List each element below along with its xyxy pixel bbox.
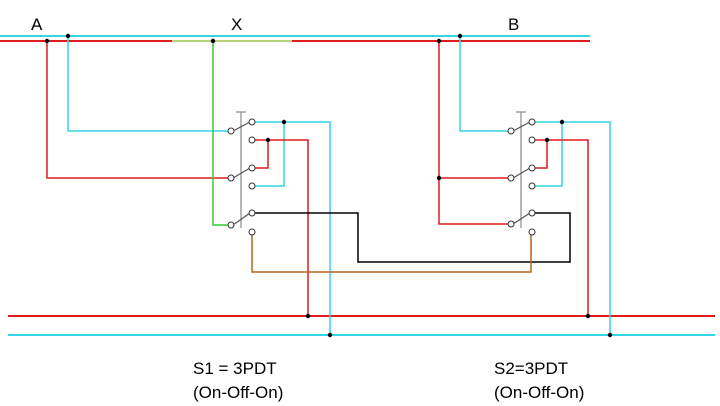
s2-caption-name: S2=3PDT [494,359,568,378]
s2-caption-mode: (On-Off-On) [494,383,584,402]
s1-terminal [248,136,256,144]
s2-cyan-jumper [532,121,563,187]
junction-dot [544,137,550,143]
junction-dot [436,38,442,44]
s1-caption-name: S1 = 3PDT [193,359,277,378]
junction-dot [585,313,591,319]
s1-terminal [248,164,256,172]
s1-terminals [227,118,256,236]
black-interconnect [252,212,571,263]
switch-s1 [227,111,256,236]
s2-terminal [528,164,536,172]
s2-terminal [507,127,515,135]
s2-terminal [528,118,536,126]
brown-interconnect [251,232,532,273]
junction-dot [65,33,71,39]
bus-label-b: B [508,15,519,34]
s1-red-jumper [252,139,269,169]
s1-terminal [248,182,256,190]
s2-terminal [528,228,536,236]
bottom-bus [8,315,715,336]
s1-cyan-from-a [67,36,230,132]
s2-cyan-from-b [459,36,510,132]
junction-dot [559,119,565,125]
junction-dot [457,33,463,39]
s1-caption-mode: (On-Off-On) [193,383,283,402]
junction-dot [210,38,216,44]
s2-terminal [528,209,536,217]
s2-red-from-b [438,41,510,225]
s2-terminals [507,118,536,236]
junction-dot [305,313,311,319]
s1-red-from-a [46,41,230,179]
s2-terminal [507,220,515,228]
s1-terminal [227,127,235,135]
junction-dots [44,33,613,338]
s2-red-to-bottom [547,139,589,316]
s1-terminal [248,118,256,126]
bus-label-x: X [231,15,242,34]
s1-terminal [248,228,256,236]
junction-dot [281,119,287,125]
s2-terminal [507,174,515,182]
junction-dot [44,38,50,44]
s1-terminal [227,221,235,229]
junction-dot [327,332,333,338]
s1-terminal [227,174,235,182]
s1-cyan-to-bottom [284,121,331,335]
junction-dot [607,332,613,338]
s1-terminal [248,209,256,217]
s1-red-to-bottom [268,139,309,316]
junction-dot [436,175,442,181]
s1-green-from-x [212,41,230,226]
s2-red-jumper [532,139,548,169]
s2-wiring [438,36,611,335]
s1-cyan-jumper [252,121,285,187]
s2-cyan-to-bottom [562,121,611,335]
junction-dot [265,137,271,143]
s2-terminal [528,182,536,190]
bus-label-a: A [31,15,43,34]
s2-terminal [528,136,536,144]
switch-interconnects [251,212,571,273]
s1-wiring [46,36,331,335]
top-bus [0,35,590,42]
switch-s2 [507,111,536,236]
